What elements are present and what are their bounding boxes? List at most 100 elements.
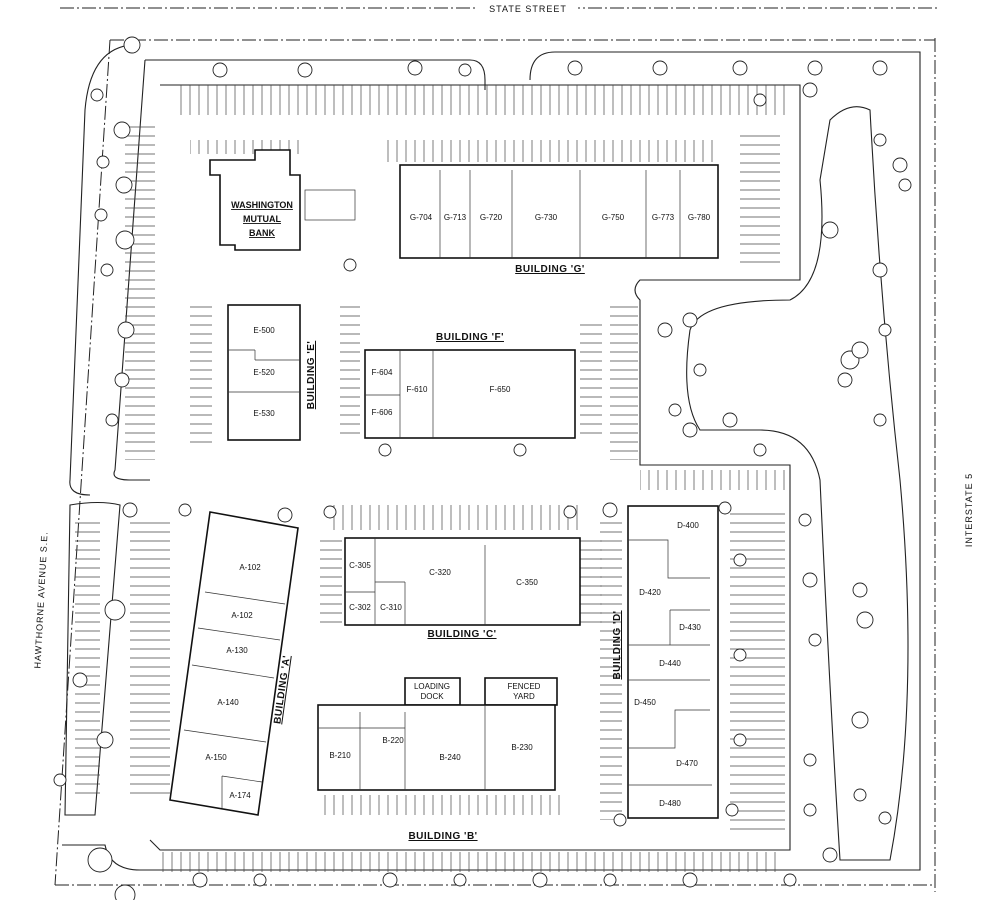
tree-icon [532, 872, 548, 888]
unit-label: A-174 [229, 791, 251, 800]
tree-icon [53, 773, 67, 787]
street-label-state: STATE STREET [489, 4, 567, 14]
tree-icon [602, 502, 618, 518]
unit-label: A-150 [205, 753, 227, 762]
tree-icon [753, 93, 767, 107]
unit-label: G-720 [480, 213, 503, 222]
unit-label: B-220 [382, 736, 404, 745]
unit-label: C-350 [516, 578, 538, 587]
tree-icon [123, 36, 141, 54]
tree-icon [837, 372, 853, 388]
building-a: A-102 A-102 A-130 A-140 A-150 A-174 BUIL… [169, 511, 299, 816]
tree-icon [732, 60, 748, 76]
fenced-yard-line-2: YARD [513, 692, 535, 701]
tree-icon [407, 60, 423, 76]
tree-icon [802, 82, 818, 98]
tree-icon [872, 262, 888, 278]
tree-icon [652, 60, 668, 76]
building-c: C-305 C-302 C-310 C-320 C-350 BUILDING '… [344, 537, 581, 640]
tree-icon [96, 731, 114, 749]
bank-name-line-2: MUTUAL [243, 214, 281, 224]
unit-label: F-610 [407, 385, 428, 394]
unit-label: G-780 [688, 213, 711, 222]
tree-icon [803, 753, 817, 767]
unit-label: D-440 [659, 659, 681, 668]
unit-label: E-530 [253, 409, 275, 418]
tree-icon [733, 648, 747, 662]
tree-icon [87, 847, 113, 873]
unit-label: D-400 [677, 521, 699, 530]
tree-icon [563, 505, 577, 519]
parking-stalls [75, 85, 790, 872]
tree-icon [212, 62, 228, 78]
unit-label: C-320 [429, 568, 451, 577]
unit-label: D-480 [659, 799, 681, 808]
tree-icon [378, 443, 392, 457]
unit-label: F-650 [490, 385, 511, 394]
tree-icon [718, 501, 732, 515]
tree-icon [96, 155, 110, 169]
tree-icon [192, 872, 208, 888]
tree-icon [297, 62, 313, 78]
tree-icon [873, 413, 887, 427]
unit-label: B-230 [511, 743, 533, 752]
tree-icon [115, 230, 135, 250]
tree-icon [803, 803, 817, 817]
tree-icon [682, 872, 698, 888]
unit-label: D-470 [676, 759, 698, 768]
unit-label: B-210 [329, 751, 351, 760]
tree-icon [105, 413, 119, 427]
unit-label: F-604 [372, 368, 393, 377]
tree-icon [122, 502, 138, 518]
tree-icon [603, 873, 617, 887]
tree-icon [668, 403, 682, 417]
tree-icon [808, 633, 822, 647]
building-e: E-500 E-520 E-530 BUILDING 'E' [227, 304, 317, 441]
tree-icon [178, 503, 192, 517]
tree-icon [783, 873, 797, 887]
tree-icon [898, 178, 912, 192]
tree-icon [567, 60, 583, 76]
tree-icon [90, 88, 104, 102]
street-label-interstate: INTERSTATE 5 [964, 473, 974, 547]
building-d-label: BUILDING 'D' [612, 610, 623, 679]
unit-label: B-240 [439, 753, 461, 762]
building-b: LOADING DOCK FENCED YARD B-210 B-220 B-2… [317, 677, 558, 842]
tree-icon [613, 813, 627, 827]
unit-label: A-102 [231, 611, 253, 620]
tree-icon [853, 788, 867, 802]
building-f: F-604 F-606 F-610 F-650 BUILDING 'F' [364, 332, 576, 439]
tree-icon [892, 157, 908, 173]
tree-icon [802, 572, 818, 588]
unit-label: C-310 [380, 603, 402, 612]
building-g: G-704 G-713 G-720 G-730 G-750 G-773 G-78… [399, 164, 719, 275]
tree-icon [821, 221, 839, 239]
tree-icon [104, 599, 126, 621]
tree-icon [798, 513, 812, 527]
loading-dock-line-1: LOADING [414, 682, 450, 691]
tree-icon [733, 553, 747, 567]
building-g-label: BUILDING 'G' [515, 264, 585, 275]
tree-icon [114, 884, 136, 900]
washington-mutual-bank: WASHINGTON MUTUAL BANK [209, 149, 356, 251]
tree-icon [100, 263, 114, 277]
unit-label: G-730 [535, 213, 558, 222]
tree-icon [733, 733, 747, 747]
tree-icon [878, 323, 892, 337]
unit-label: C-302 [349, 603, 371, 612]
tree-icon [722, 412, 738, 428]
landscape-area [686, 106, 909, 861]
tree-icon [851, 711, 869, 729]
tree-icon [657, 322, 673, 338]
tree-icon [458, 63, 472, 77]
tree-icon [822, 847, 838, 863]
unit-label: A-102 [239, 563, 261, 572]
tree-icon [873, 133, 887, 147]
tree-icon [343, 258, 357, 272]
tree-icon [878, 811, 892, 825]
building-b-label: BUILDING 'B' [408, 831, 477, 842]
fenced-yard-line-1: FENCED [508, 682, 541, 691]
tree-icon [277, 507, 293, 523]
building-c-label: BUILDING 'C' [427, 629, 496, 640]
